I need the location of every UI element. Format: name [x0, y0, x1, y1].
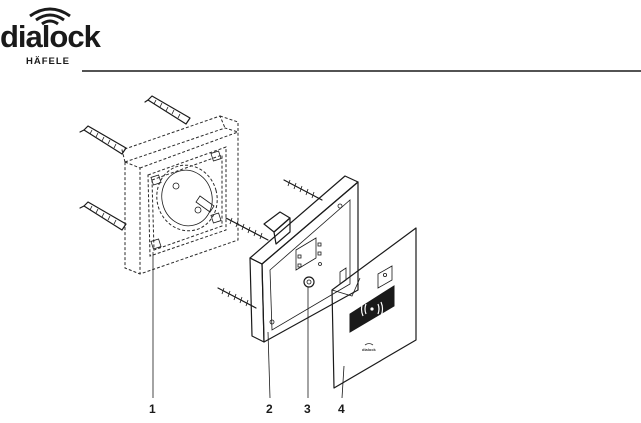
- brand-subwordmark: HÄFELE: [26, 56, 70, 67]
- brand-wordmark: dialock: [0, 19, 102, 54]
- cover-badge-text: dialock: [362, 347, 377, 352]
- front-cover-card: dialock: [332, 228, 416, 388]
- brand-logo: dialock HÄFELE: [0, 9, 102, 67]
- wall-plug-icon: [80, 96, 190, 230]
- cover-badge-logo: dialock: [362, 344, 377, 353]
- callout-1: 1: [149, 402, 156, 416]
- callout-4: 4: [338, 402, 345, 416]
- wall-plug-left-upper: [80, 126, 126, 154]
- reader-frame: [250, 176, 358, 342]
- wall-plug-left-lower: [80, 202, 126, 230]
- screw-top: [284, 180, 322, 200]
- wall-mounting-box: [122, 116, 238, 274]
- wall-plug-top: [145, 96, 190, 124]
- callout-leaders: [153, 252, 344, 398]
- callout-labels: 1 2 3 4: [149, 402, 345, 416]
- callout-2: 2: [266, 402, 273, 416]
- screw-middle: [226, 218, 268, 240]
- callout-3: 3: [304, 402, 311, 416]
